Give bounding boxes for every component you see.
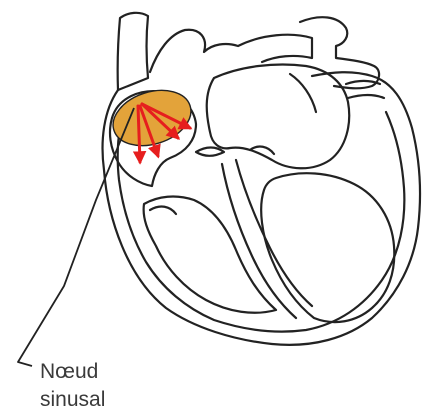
left-atrium <box>207 65 349 169</box>
impulse-arrow <box>138 106 140 162</box>
lower-valve-flap <box>150 207 176 214</box>
right-ventricle <box>144 197 276 313</box>
leader-line <box>18 108 134 366</box>
sinus-node-label-line2: sinusal <box>40 388 105 412</box>
heart-outline <box>103 13 420 345</box>
superior-vena-cava <box>118 13 148 90</box>
left-ventricle <box>261 173 394 322</box>
left-atrium-fold <box>290 74 316 112</box>
tricuspid-valve <box>196 148 224 156</box>
pulmonary-vein-lower <box>348 95 384 98</box>
sinus-node-label-line1: Nœud <box>40 360 98 384</box>
aorta <box>150 30 312 72</box>
